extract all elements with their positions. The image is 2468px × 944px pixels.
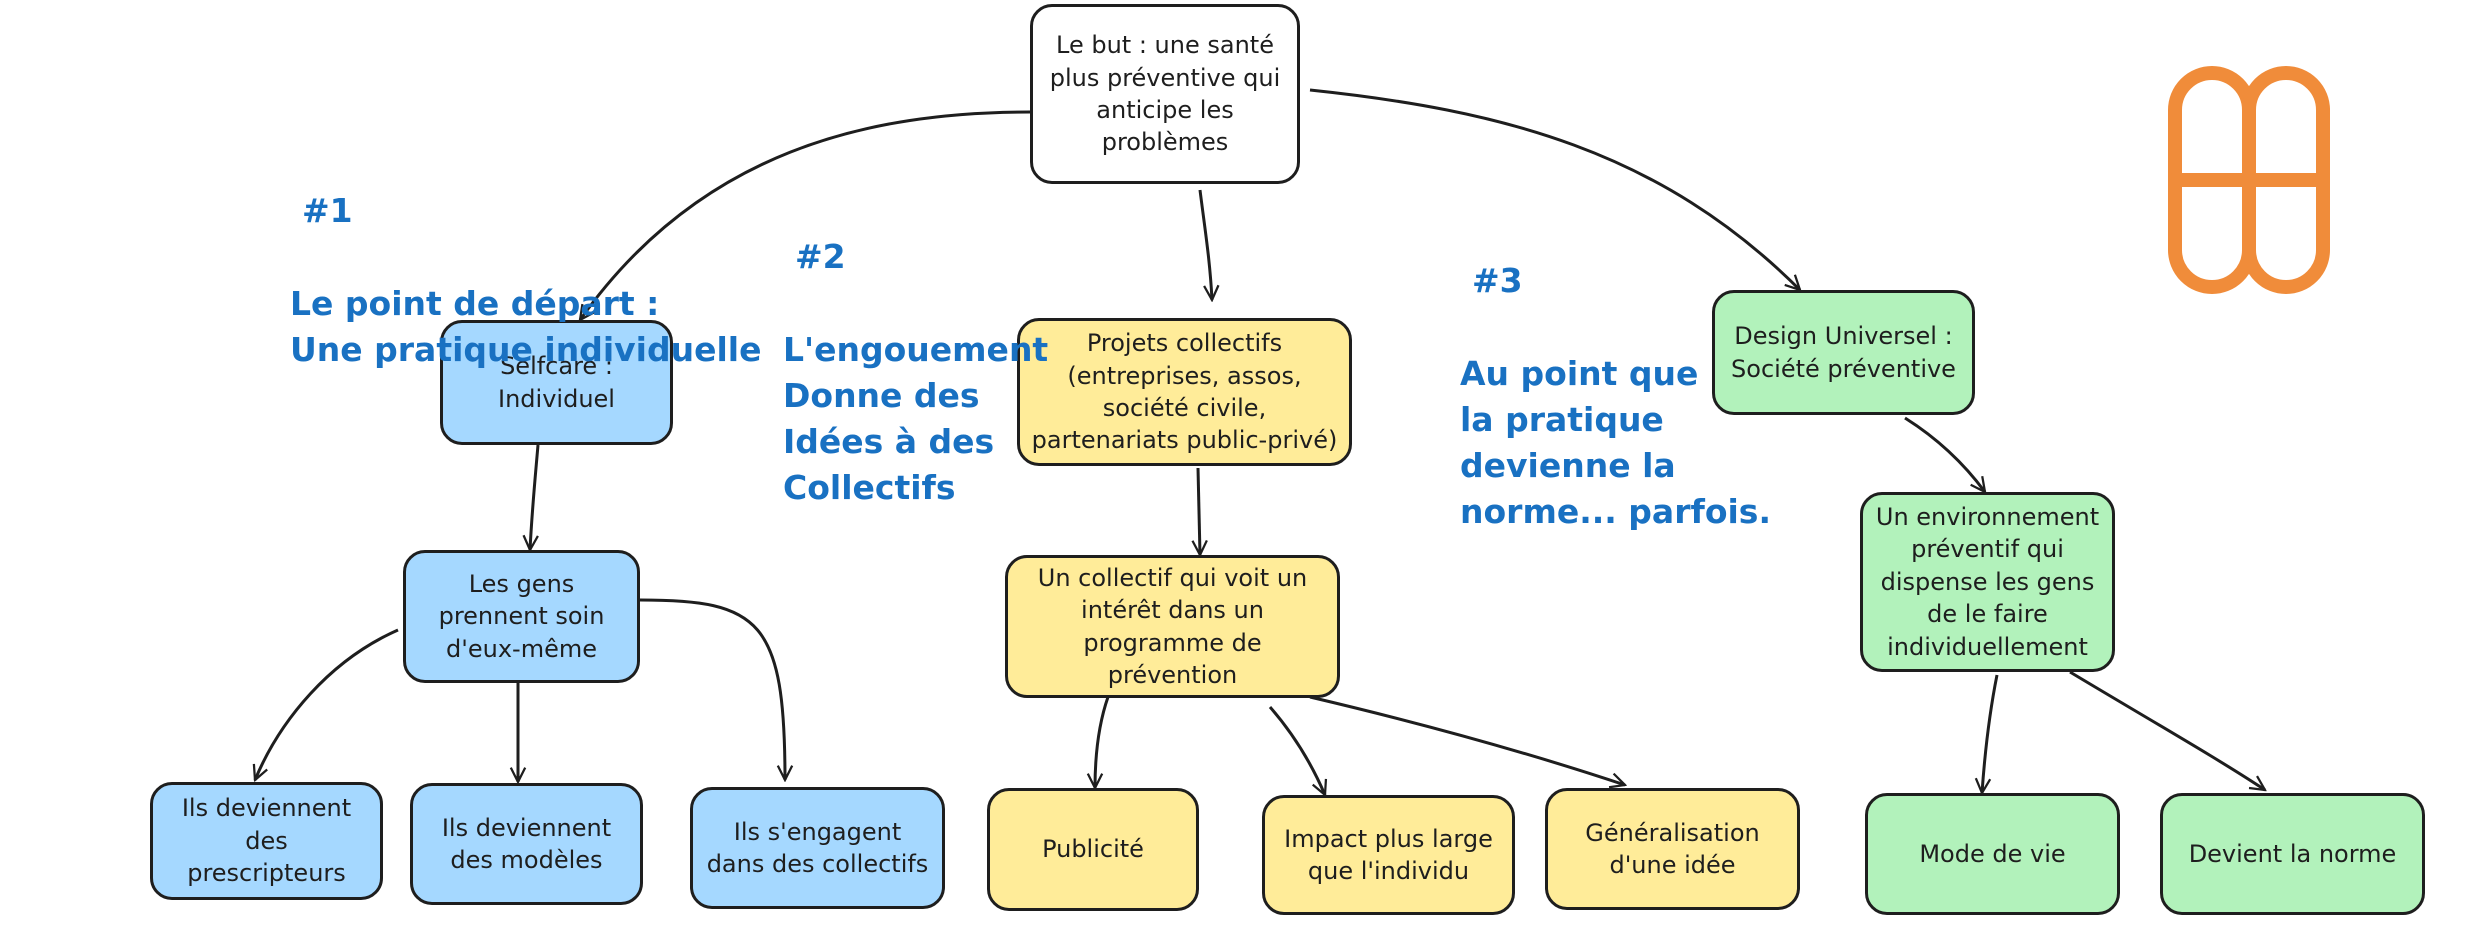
orange-s-logo-icon — [2168, 66, 2330, 294]
selfcare-node[interactable]: Selfcare : Individuel — [440, 320, 673, 445]
edge-environnement-mode — [1982, 674, 1999, 793]
annotation-3: #3 Au point que la pratique devienne la … — [1460, 212, 1771, 535]
edge-root-projets — [1198, 189, 1212, 300]
collective-projects-node[interactable]: Projets collectifs (entreprises, assos, … — [1017, 318, 1352, 466]
lifestyle-node[interactable]: Mode de vie — [1865, 793, 2120, 915]
edge-design-environnement — [1904, 416, 1985, 492]
annotation-1-text: Le point de départ : Une pratique indivi… — [290, 283, 762, 369]
collectives-engage-node[interactable]: Ils s'engagent dans des collectifs — [690, 787, 945, 909]
edge-collectif-publicite — [1095, 696, 1110, 788]
edge-gens-prescripteurs — [255, 628, 399, 780]
root-goal-node[interactable]: Le but : une santé plus préventive qui a… — [1030, 4, 1300, 184]
preventive-environment-node[interactable]: Un environnement préventif qui dispense … — [1860, 492, 2115, 672]
advertising-node[interactable]: Publicité — [987, 788, 1199, 911]
people-care-node[interactable]: Les gens prennent soin d'eux-même — [403, 550, 640, 683]
annotation-3-number: #3 — [1472, 261, 1523, 301]
edge-selfcare-gens — [530, 444, 540, 550]
annotation-2: #2 L'engouement Donne des Idées à des Co… — [783, 188, 1048, 511]
annotation-2-number: #2 — [795, 237, 846, 277]
annotation-1: #1 Le point de départ : Une pratique ind… — [290, 142, 761, 373]
models-node[interactable]: Ils deviennent des modèles — [410, 783, 643, 905]
edge-environnement-norme — [2069, 670, 2265, 790]
edge-collectif-generalisation — [1309, 695, 1625, 785]
edge-root-selfcare — [580, 110, 1031, 320]
annotation-2-text: L'engouement Donne des Idées à des Colle… — [783, 329, 1049, 508]
generalisation-node[interactable]: Généralisation d'une idée — [1545, 788, 1800, 910]
becomes-norm-node[interactable]: Devient la norme — [2160, 793, 2425, 915]
edge-projets-collectif — [1198, 467, 1200, 555]
edge-root-design — [1309, 88, 1800, 290]
wider-impact-node[interactable]: Impact plus large que l'individu — [1262, 795, 1515, 915]
edge-gens-engagent — [639, 598, 785, 780]
collective-interest-node[interactable]: Un collectif qui voit un intérêt dans un… — [1005, 555, 1340, 698]
annotation-1-number: #1 — [302, 191, 353, 231]
annotation-3-text: Au point que la pratique devienne la nor… — [1460, 353, 1771, 532]
edge-collectif-impact — [1268, 706, 1325, 795]
universal-design-node[interactable]: Design Universel : Société préventive — [1712, 290, 1975, 415]
prescribers-node[interactable]: Ils deviennent des prescripteurs — [150, 782, 383, 900]
